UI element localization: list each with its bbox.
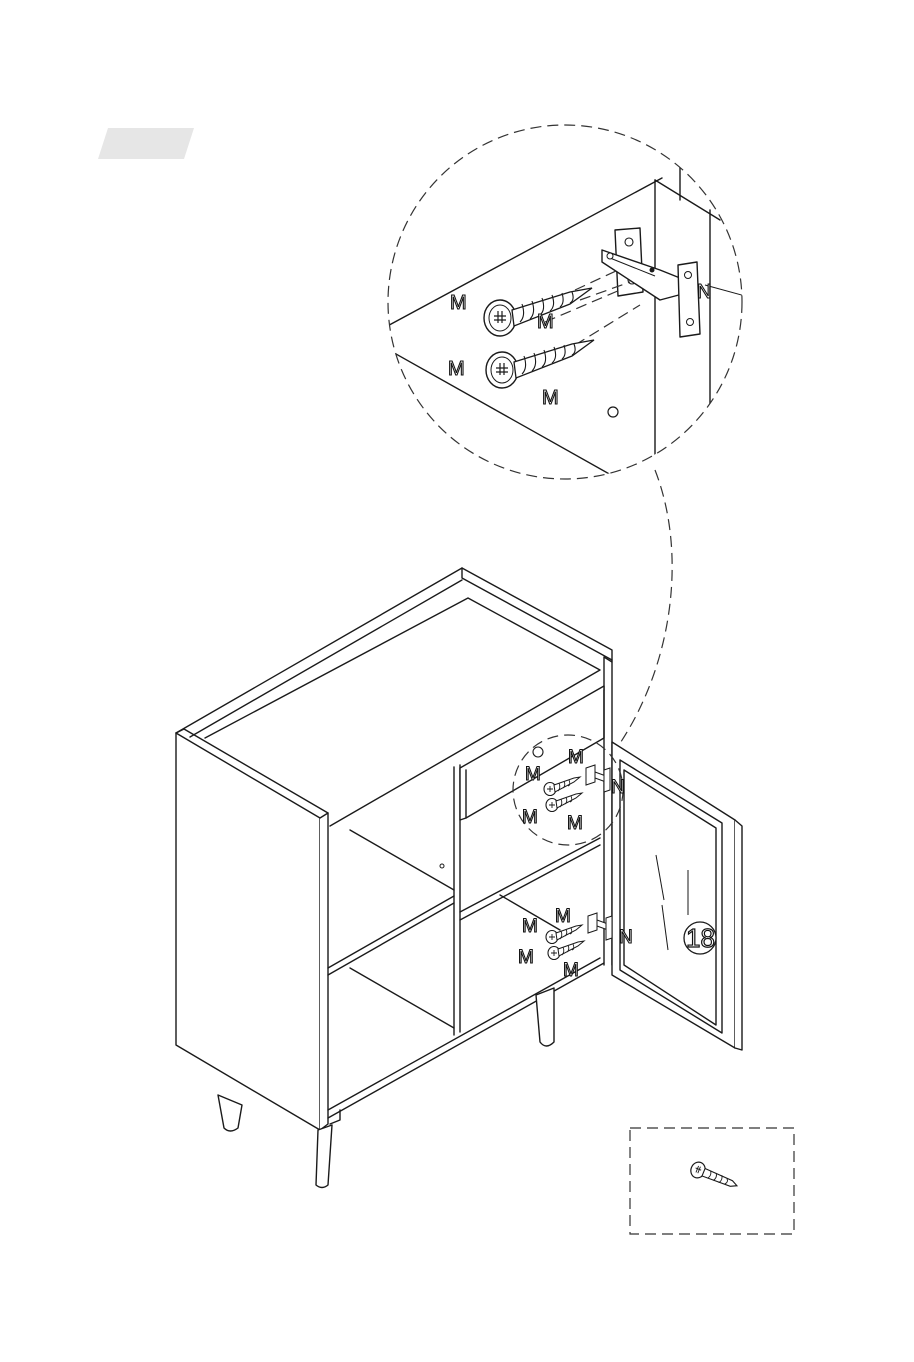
screw-label: M xyxy=(568,747,584,768)
zoom-connector xyxy=(608,470,672,760)
step-badge xyxy=(98,128,194,159)
hinge-label: N xyxy=(619,927,633,948)
screw-label: M xyxy=(542,387,559,409)
screw-label: M xyxy=(518,947,534,968)
screw-label: M xyxy=(450,292,467,314)
screw-label: M xyxy=(563,960,579,981)
hardware-box xyxy=(630,1128,794,1234)
zoom-detail: M M M M N xyxy=(380,125,760,480)
screw-label: M xyxy=(525,764,541,785)
screw-label: M xyxy=(448,358,465,380)
hinge-label: N xyxy=(611,777,625,798)
screw-label: M xyxy=(537,311,554,333)
part-number: 18 xyxy=(686,923,715,953)
hardware-box-border xyxy=(630,1128,794,1234)
hinge-label: N xyxy=(697,281,711,303)
screw-icon xyxy=(689,1160,740,1193)
cabinet: M M M M N M M M M N 18 xyxy=(176,568,742,1188)
screw-label: M xyxy=(567,813,583,834)
screw-label: M xyxy=(522,807,538,828)
screw-label: M xyxy=(522,916,538,937)
screw-label: M xyxy=(555,906,571,927)
